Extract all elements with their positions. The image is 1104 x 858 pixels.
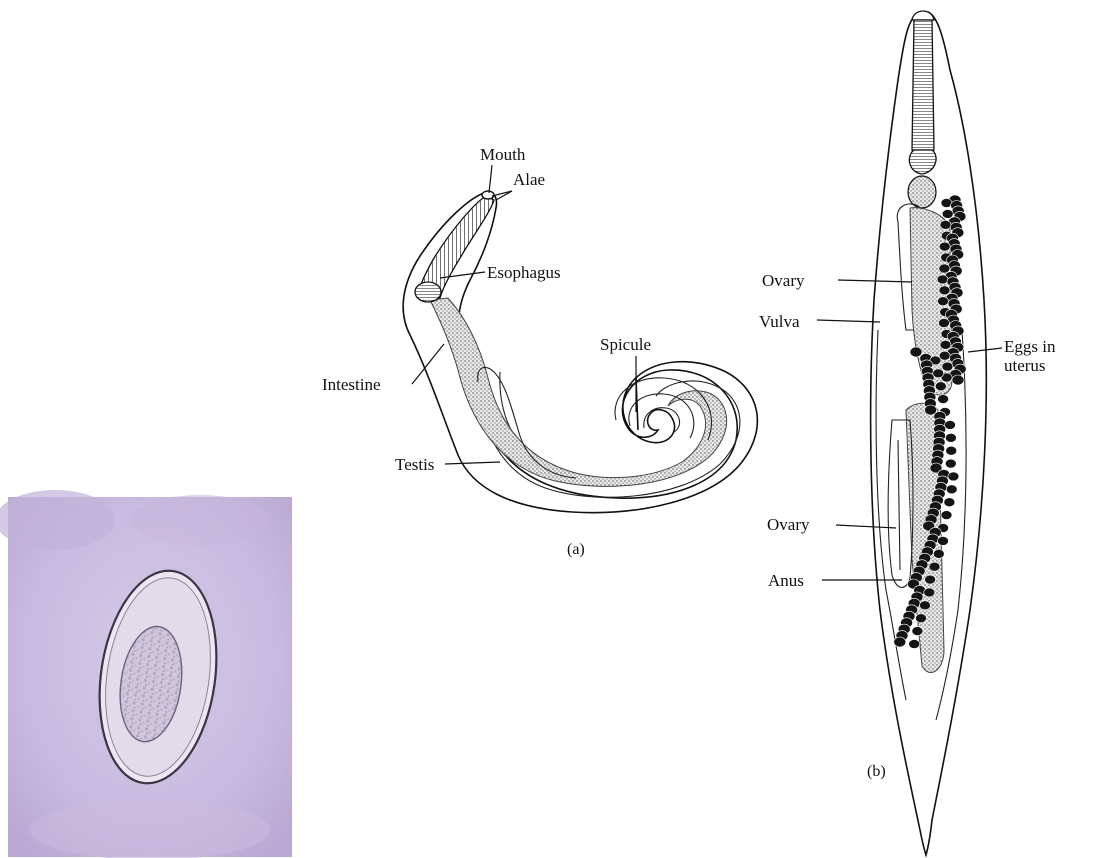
label-ovary-lower: Ovary — [767, 515, 810, 534]
label-vulva: Vulva — [759, 312, 800, 331]
egg-mark — [924, 588, 935, 597]
egg-mark — [933, 369, 944, 378]
label-anus: Anus — [768, 571, 804, 590]
egg-mark — [939, 286, 950, 295]
label-spicule: Spicule — [600, 335, 651, 354]
egg-mark — [925, 575, 936, 584]
egg-mark — [945, 420, 956, 429]
label-testis: Testis — [395, 455, 434, 474]
label-esophagus: Esophagus — [487, 263, 561, 282]
egg-mark — [948, 472, 959, 481]
egg-mark — [942, 209, 953, 218]
label-eggs-in: Eggs in — [1004, 337, 1056, 356]
egg-mark — [942, 362, 953, 371]
egg-mark — [938, 297, 949, 306]
egg-mark — [938, 536, 949, 545]
egg-mark — [944, 498, 955, 507]
caption-a: (a) — [567, 541, 585, 558]
label-alae: Alae — [513, 170, 545, 189]
egg-mark — [952, 375, 964, 385]
label-mouth: Mouth — [480, 145, 526, 164]
label-ovary-upper: Ovary — [762, 271, 805, 290]
egg-mark — [920, 601, 931, 610]
egg-mark — [910, 347, 922, 357]
egg-mark — [894, 637, 906, 647]
egg-mark — [939, 319, 950, 328]
egg-mark — [939, 242, 950, 251]
egg-mark — [945, 433, 956, 442]
egg-mark — [912, 627, 923, 636]
egg-mark — [909, 640, 920, 649]
egg-photo — [0, 490, 292, 858]
egg-mark — [940, 340, 951, 349]
egg-mark — [946, 446, 957, 455]
caption-b: (b) — [867, 763, 886, 780]
egg-mark — [916, 614, 927, 623]
egg-mark — [940, 220, 951, 229]
male-worm-diagram: Mouth Alae Esophagus Intestine Testis Sp… — [322, 145, 757, 558]
egg-mark — [929, 562, 940, 571]
label-intestine: Intestine — [322, 375, 381, 394]
egg-mark — [937, 275, 948, 284]
egg-mark — [935, 382, 946, 391]
egg-mark — [941, 511, 952, 520]
egg-mark — [945, 459, 956, 468]
egg-mark — [946, 485, 957, 494]
label-uterus: uterus — [1004, 356, 1046, 375]
egg-mark — [939, 264, 950, 273]
female-worm-diagram: Ovary Vulva Eggs in uterus Ovary Anus (b… — [759, 11, 1056, 855]
egg-mark — [933, 549, 944, 558]
egg-mark — [938, 395, 949, 404]
